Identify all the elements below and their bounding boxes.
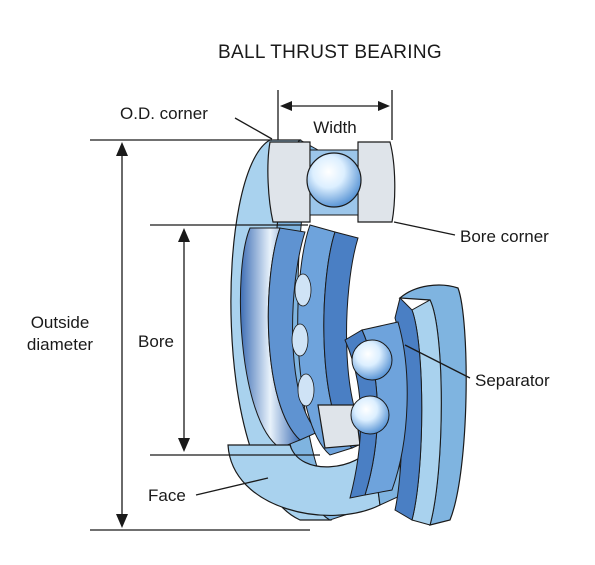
label-outside-diameter-line2: diameter (27, 335, 93, 354)
separator-piece (344, 321, 408, 499)
label-bore: Bore (138, 332, 174, 351)
label-od-corner: O.D. corner (120, 104, 208, 123)
ball-lower-1 (351, 339, 393, 381)
ball-lower-2 (350, 395, 390, 435)
ball-top (306, 152, 362, 208)
label-bore-corner: Bore corner (460, 227, 549, 246)
label-face: Face (148, 486, 186, 505)
bore-surface (240, 227, 319, 449)
label-width: Width (313, 118, 356, 137)
label-separator: Separator (475, 371, 550, 390)
separator-ring (291, 224, 371, 456)
top-cross-section (267, 141, 396, 223)
diagram-title: BALL THRUST BEARING (218, 42, 442, 63)
label-outside-diameter-line1: Outside (31, 313, 90, 332)
dimension-lines (90, 90, 471, 531)
